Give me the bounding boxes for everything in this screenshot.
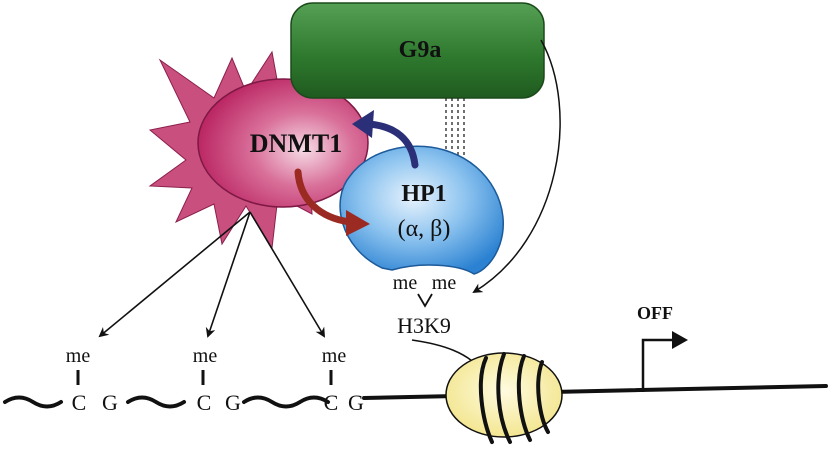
- cpg-1-g: G: [102, 390, 118, 415]
- cpg-site-2: me C G: [193, 345, 241, 415]
- red-arrowhead: [346, 210, 370, 236]
- h3k9-methyl-connector: [417, 293, 433, 308]
- transcription-start-site: [641, 331, 688, 392]
- cpg-site-3: me C G: [322, 345, 364, 415]
- hp1-protein: [339, 145, 504, 275]
- cpg-3-c: C: [324, 390, 339, 415]
- g9a-protein: [290, 2, 545, 99]
- cpg-2-c: C: [197, 390, 212, 415]
- cpg-1-methyl-mark: me: [66, 345, 91, 367]
- hp1-to-dnmt1-curved-arrow: [364, 120, 419, 169]
- cpg-3-methyl-mark: me: [322, 345, 347, 367]
- cpg-2-methyl-mark: me: [193, 345, 218, 367]
- cpg-site-1: me C G: [66, 345, 118, 415]
- g9a-label: G9a: [399, 37, 442, 63]
- gene-state-label: OFF: [637, 303, 673, 323]
- h3k9-mark-left: me: [393, 272, 418, 294]
- g9a-hp1-interaction-lines: [445, 98, 465, 160]
- dnmt1-label: DNMT1: [250, 129, 342, 158]
- dnmt1-protein: [197, 78, 369, 208]
- cpg-2-g: G: [225, 390, 241, 415]
- cpg-3-g: G: [348, 390, 364, 415]
- hp1-label: HP1: [401, 181, 446, 207]
- cpg-1-c: C: [72, 390, 87, 415]
- blue-arrowhead: [352, 110, 374, 138]
- dna-strand: [3, 384, 828, 409]
- nucleosome-dna-wrap: [478, 352, 550, 444]
- dnmt1-to-hp1-curved-arrow: [294, 168, 354, 226]
- dnmt1-to-cpg-arrows: [98, 211, 326, 338]
- h3k9-residue-label: H3K9: [397, 313, 451, 338]
- h3k9-mark-right: me: [432, 272, 457, 294]
- g9a-to-h3k9-arrow: [472, 39, 561, 294]
- hp1-isoforms: (α, β): [398, 216, 451, 242]
